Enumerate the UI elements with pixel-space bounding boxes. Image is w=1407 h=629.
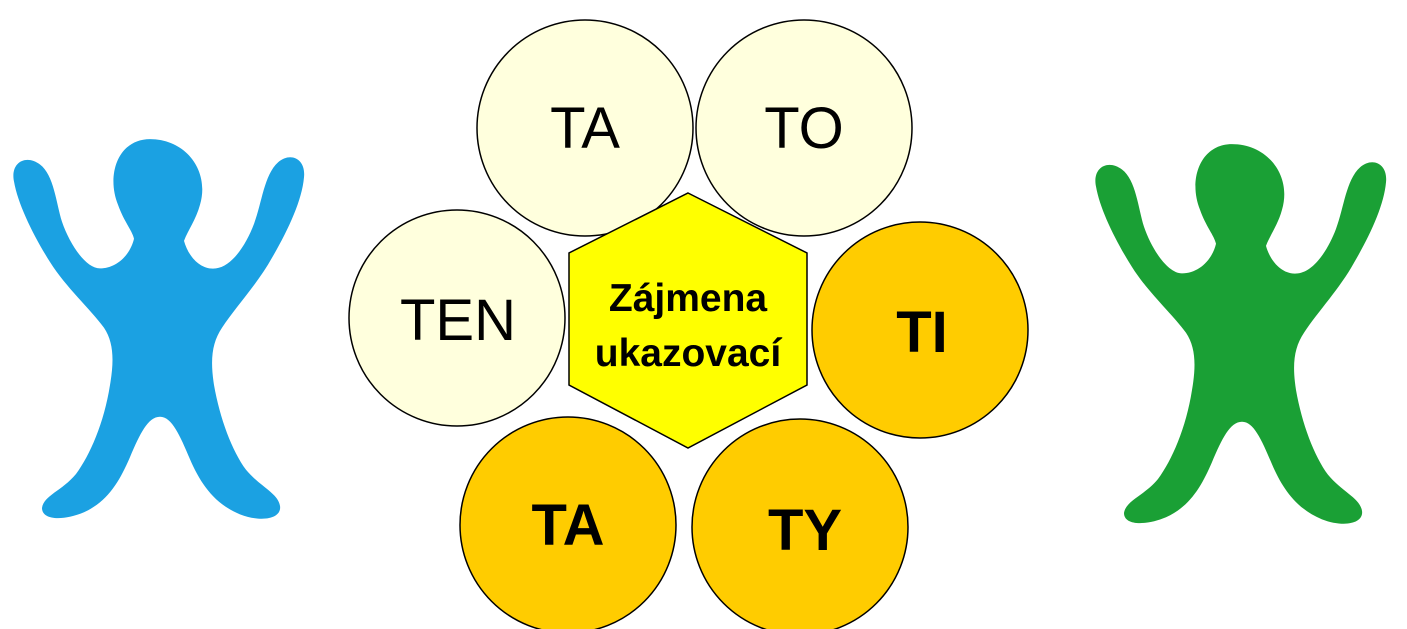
circle-ten: TEN [348,209,566,427]
center-title-line2: ukazovací [595,332,783,375]
circle-label-ta-top: TA [550,96,620,161]
circle-ta-top: TA [476,19,694,237]
circle-label-to-top: TO [764,96,844,161]
circle-to-top: TO [695,19,913,237]
circle-label-ten: TEN [400,288,516,353]
circle-ti: TI [811,221,1029,439]
center-title-line1: Zájmena [609,277,768,320]
circle-label-ta-bottom: TA [531,493,604,558]
right-person-icon [1095,144,1387,524]
left-person-icon [13,139,305,519]
circle-ta-bottom: TA [459,416,677,629]
circle-ty: TY [691,418,909,629]
center-hexagon: Zájmena ukazovací [568,192,808,449]
circle-label-ti: TI [896,300,948,365]
circle-label-ty: TY [768,498,842,563]
